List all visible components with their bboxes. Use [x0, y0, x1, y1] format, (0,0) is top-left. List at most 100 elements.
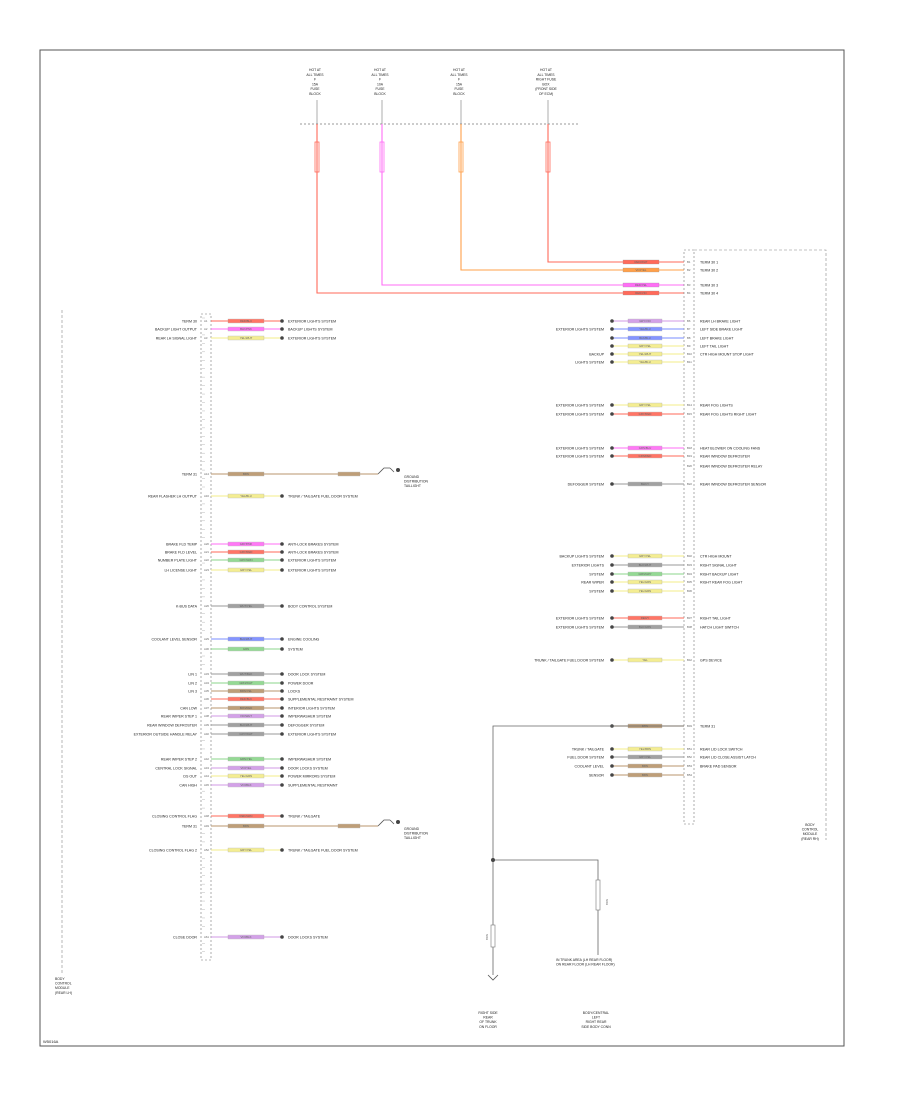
connector-dot: [610, 580, 614, 584]
wire-code: GRY/YEL: [240, 568, 253, 572]
right-module-label: MODULE: [803, 832, 818, 836]
circuit-destination: DOOR LOCK SYSTEM: [288, 672, 325, 676]
right-module-outline: [694, 249, 827, 840]
connector-dot: [280, 723, 284, 727]
connector-dot: [610, 554, 614, 558]
connector-dot: [610, 352, 614, 356]
pin-number: A22: [204, 558, 209, 562]
wire-code: BRN/YEL: [240, 689, 252, 693]
circuit-source: EXTERIOR LIGHTS SYSTEM: [556, 403, 604, 407]
pin-number: B8: [687, 336, 691, 340]
wire-color-band: [227, 731, 265, 737]
pin-number: B37: [687, 616, 692, 620]
circuit-function: TERM 30 3: [700, 283, 718, 287]
circuit-function: CLOSING CONTROL FLAG: [152, 814, 197, 818]
right-module-label: CONTROL: [802, 828, 819, 832]
splice-dot: [491, 858, 495, 862]
wire-code: YEL: [642, 658, 648, 662]
wire-code: GRN: [243, 647, 249, 651]
circuit-function: REAR FOG LIGHTS RIGHT LIGHT: [700, 412, 757, 416]
fuse-label: F: [379, 78, 381, 82]
wire-code: BRN: [243, 824, 249, 828]
wire-color-band: [622, 267, 660, 273]
wire-code: RED/BLK: [240, 697, 252, 701]
fuse-label: BOX: [542, 82, 550, 86]
circuit-function: LIN 1: [188, 672, 197, 676]
wire-code: YEL/GRN: [639, 580, 651, 584]
pin-number: B35: [687, 580, 692, 584]
wire-color-band: [227, 705, 265, 711]
pin-number: A26: [204, 604, 209, 608]
circuit-function: REAR LH SIGNAL LIGHT: [156, 336, 198, 340]
ground-label: GROUND: [404, 475, 420, 479]
wire-color-band: [227, 782, 265, 788]
pin-number: A16: [204, 494, 209, 498]
connector-dot: [280, 706, 284, 710]
splice-connector: [595, 879, 601, 911]
wire-code: BRN: [642, 773, 648, 777]
circuit-destination: POWER MIRRORS SYSTEM: [288, 774, 335, 778]
connector-dot: [610, 589, 614, 593]
wire-code: RED/GRN: [240, 814, 253, 818]
circuit-function: LIN 3: [188, 689, 197, 693]
wire-code: BRN: [642, 764, 648, 768]
fuse-label: F: [458, 78, 460, 82]
fuse-label: RIGHT FUSE: [536, 78, 557, 82]
wire-color-band: [227, 773, 265, 779]
wire-color-band: [227, 765, 265, 771]
circuit-function: LEFT BRAKE LIGHT: [700, 336, 734, 340]
connector-dot: [280, 848, 284, 852]
circuit-function: NUMBER PLATE LIGHT: [158, 558, 198, 562]
wire-color-band: [227, 557, 265, 563]
pin-number: B49: [687, 724, 692, 728]
pin-number: B15: [687, 412, 692, 416]
wire-color-band: [627, 445, 663, 451]
wire-code: RED/VIO: [635, 291, 647, 295]
pin-number: A35: [204, 689, 209, 693]
connector-dot: [610, 446, 614, 450]
wire-code: GRN/BLU: [639, 446, 651, 450]
circuit-function: HEAT BLOWER ON COOLING FANS: [700, 446, 761, 450]
circuit-source: DEFOGGER SYSTEM: [568, 482, 604, 486]
wire-color-band: [337, 823, 361, 829]
circuit-function: REAR WIPER STEP 1: [161, 714, 197, 718]
wire-code: BLK/BLU: [639, 336, 651, 340]
wire-code: RED/WHT: [634, 260, 647, 264]
connector-dot: [610, 319, 614, 323]
wire-color-band: [227, 335, 265, 341]
circuit-destination: DOOR LOCKS SYSTEM: [288, 766, 328, 770]
connector-dot: [610, 572, 614, 576]
pin-number: B19: [687, 454, 692, 458]
left-module-label: (REAR LH): [55, 991, 72, 995]
ground-connector: [490, 924, 496, 948]
circuit-function: COOLANT LEVEL SENSOR: [151, 637, 197, 641]
wire-code: YEL/GRN: [639, 589, 651, 593]
wire-color-band: [227, 688, 265, 694]
circuit-function: REAR WINDOW DEFROSTER SENSOR: [700, 482, 766, 486]
wire-code: GRN/WHT: [239, 681, 253, 685]
fuse-label: BLOCK: [453, 92, 465, 96]
connector-dot: [280, 604, 284, 608]
ground-label: TAILLIGHT: [404, 836, 421, 840]
pin-number: A29: [204, 637, 209, 641]
fuse-wire: [381, 124, 694, 286]
pin-number: B36: [687, 589, 692, 593]
wire-color-band: [227, 813, 265, 819]
connector-dot: [610, 403, 614, 407]
wire-code: YEL/WHT: [240, 336, 253, 340]
pin-number: A1: [204, 319, 208, 323]
connector-dot: [610, 327, 614, 331]
circuit-function: TERM 31: [182, 824, 197, 828]
circuit-function: CLOSE DOOR: [173, 935, 197, 939]
connector-dot: [280, 689, 284, 693]
connector-dot: [280, 681, 284, 685]
circuit-source: BACKUP: [589, 352, 604, 356]
pin-number: A43: [204, 766, 209, 770]
pin-number: B7: [687, 327, 691, 331]
connector-dot: [610, 360, 614, 364]
circuit-function: CTR HIGH MOUNT: [700, 554, 732, 558]
wire-color-band: [227, 680, 265, 686]
circuit-function: TERM 31: [700, 724, 715, 728]
wire-color-band: [337, 471, 361, 477]
pin-number: B20: [687, 464, 692, 468]
